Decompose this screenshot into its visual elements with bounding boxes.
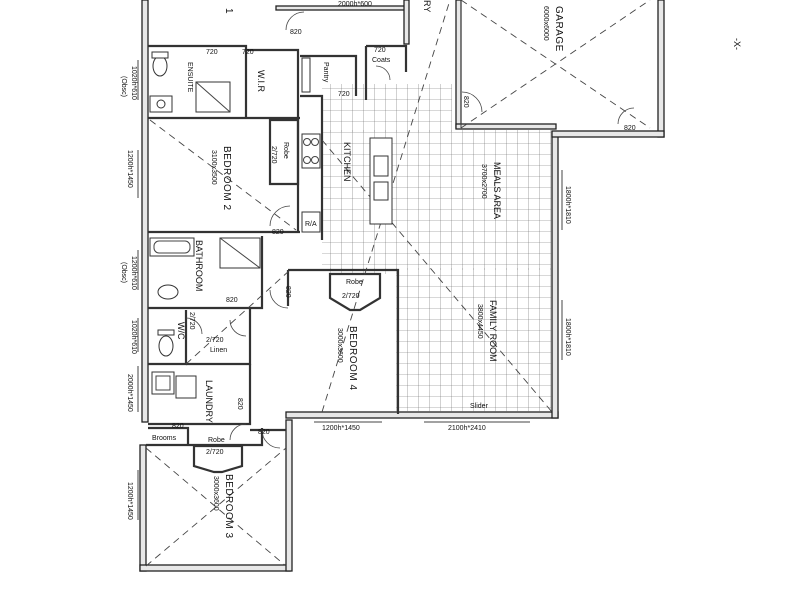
label-laundry: LAUNDRY bbox=[204, 380, 214, 423]
label-robe3: Robe bbox=[208, 437, 225, 444]
label-kitchen: KITCHEN bbox=[342, 142, 352, 182]
label-wir: W.I.R bbox=[256, 70, 266, 92]
label-family: FAMILY ROOM bbox=[488, 300, 498, 362]
dim-820-2: 820 bbox=[462, 96, 469, 108]
label-garage-size: 6000x6000 bbox=[542, 6, 549, 41]
label-ensuite: ENSUITE bbox=[186, 62, 193, 93]
dim-820-7: 820 bbox=[258, 429, 270, 436]
label-family-size: 3800x4450 bbox=[476, 304, 483, 339]
window-marks bbox=[137, 60, 563, 520]
dim-w-1200-1450: 1200h*1450 bbox=[126, 150, 133, 188]
label-bedroom2: BEDROOM 2 bbox=[221, 146, 232, 211]
label-robe2: Robe bbox=[282, 142, 289, 159]
dim-820-6: 820 bbox=[172, 423, 184, 430]
dim-720c: 720 bbox=[374, 47, 386, 54]
tiled-floor bbox=[322, 84, 552, 412]
dim-820-4: 820 bbox=[272, 229, 284, 236]
label-pantry: Pantry bbox=[322, 62, 329, 83]
label-bedroom2-size: 3100x3500 bbox=[210, 150, 217, 185]
label-brooms: Brooms bbox=[152, 435, 177, 442]
dim-720a: 720 bbox=[206, 49, 218, 56]
dim-820-9: 820 bbox=[226, 297, 238, 304]
label-fridge: R/A bbox=[305, 221, 317, 228]
dim-w-2000-1450: 2000h*1450 bbox=[126, 374, 133, 412]
dim-w-1800-1810: 1800h*1810 bbox=[564, 186, 571, 224]
annotation-mark: -X- bbox=[732, 38, 742, 50]
label-bathroom: BATHROOM bbox=[194, 240, 204, 291]
label-garage: GARAGE bbox=[553, 6, 564, 52]
dim-obsc1: (Obsc) bbox=[120, 76, 127, 97]
label-bedroom1-fragment: 1 bbox=[223, 8, 234, 14]
dim-820-5: 820 bbox=[284, 286, 291, 298]
dim-w-1020-610b: 1020h*610 bbox=[130, 320, 137, 354]
label-robe4: Robe bbox=[346, 279, 363, 286]
label-ry-fragment: RY bbox=[422, 0, 432, 12]
inner-walls bbox=[146, 44, 408, 474]
label-bedroom3-size: 3000x3600 bbox=[212, 476, 219, 511]
room-labels: 1 ENSUITE W.I.R Pantry Coats GARAGE 6000… bbox=[152, 0, 564, 539]
dim-820-3: 820 bbox=[624, 125, 636, 132]
outer-walls bbox=[139, 0, 665, 572]
dim-wc: 2/720 bbox=[188, 312, 195, 330]
dim-robe3: 2/720 bbox=[206, 449, 224, 456]
dimension-labels: 2000h*600 720 720 720 720 820 820 820 82… bbox=[120, 1, 636, 520]
dim-w-1020-610: 1020h*610 bbox=[130, 66, 137, 100]
label-bedroom4: BEDROOM 4 bbox=[347, 326, 358, 391]
label-bedroom3: BEDROOM 3 bbox=[223, 474, 234, 539]
label-meals-size: 3700x2700 bbox=[480, 164, 487, 199]
label-coats: Coats bbox=[372, 57, 391, 64]
dim-robe2: 2/720 bbox=[270, 146, 277, 164]
dim-w-1200-1450c: 1200h*1450 bbox=[322, 425, 360, 432]
dim-w-2100-2410: 2100h*2410 bbox=[448, 425, 486, 432]
dim-w-1200-610: 1200h*610 bbox=[130, 256, 137, 290]
dim-sliding: Slider bbox=[470, 403, 489, 410]
label-meals: MEALS AREA bbox=[492, 162, 502, 219]
dim-720b: 720 bbox=[242, 49, 254, 56]
dim-robe4: 2/720 bbox=[342, 293, 360, 300]
label-linen: Linen bbox=[210, 347, 227, 354]
dim-w-1200-1450b: 1200h*1450 bbox=[126, 482, 133, 520]
dim-top-window: 2000h*600 bbox=[338, 1, 372, 8]
label-wc: W/C bbox=[176, 322, 186, 340]
label-bedroom4-size: 3000x3600 bbox=[336, 328, 343, 363]
fixtures bbox=[149, 0, 462, 399]
dim-linen: 2/720 bbox=[206, 337, 224, 344]
dim-820-1: 820 bbox=[290, 29, 302, 36]
dim-720d: 720 bbox=[338, 91, 350, 98]
dim-820-8: 820 bbox=[236, 398, 243, 410]
dim-w-1800-1810b: 1800h*1810 bbox=[564, 318, 571, 356]
ceiling-diagonals bbox=[145, 0, 651, 567]
door-swings bbox=[185, 11, 635, 449]
dim-obsc2: (Obsc) bbox=[120, 262, 127, 283]
